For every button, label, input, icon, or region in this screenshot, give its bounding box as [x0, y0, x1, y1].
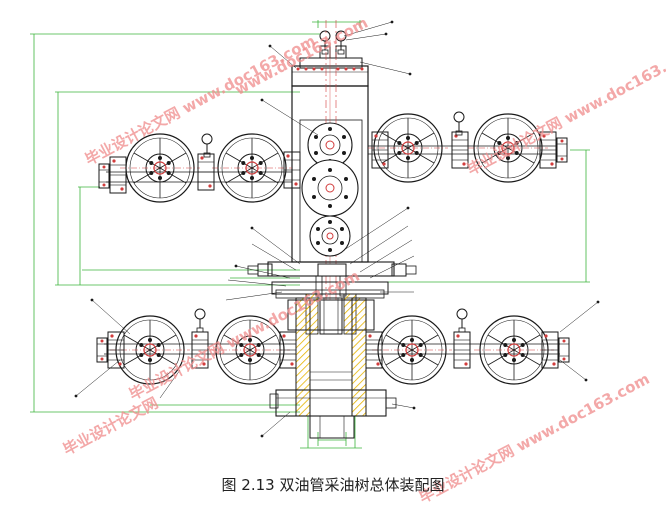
lower-wing-assembly: [96, 308, 570, 385]
leader-lines: [75, 21, 599, 437]
leader-tags: [74, 20, 600, 438]
casing-head: [269, 297, 397, 439]
wellhead-assembly-drawing: [30, 20, 600, 449]
upper-body: [291, 20, 369, 300]
dimension-lines: [30, 20, 590, 449]
upper-wing-assembly: [98, 111, 568, 203]
figure-caption: 图 2.13 双油管采油树总体装配图: [221, 476, 445, 494]
